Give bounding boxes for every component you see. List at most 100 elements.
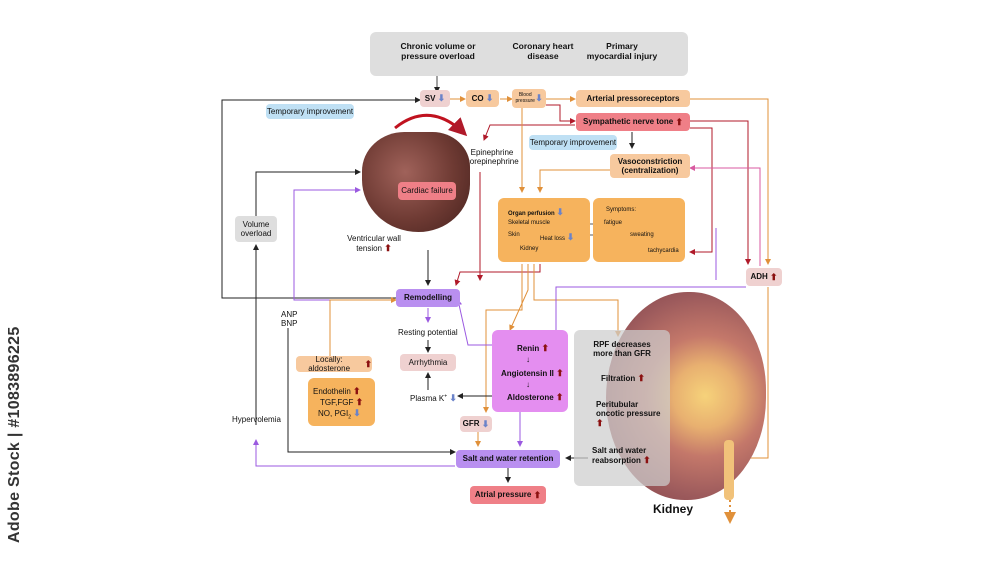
- salt-water-retention-label: Salt and water retention: [462, 454, 554, 464]
- arrhythmia-node: Arrhythmia: [400, 354, 456, 371]
- up-arrow-icon: ⬆: [596, 418, 604, 429]
- kidney-chain-panel: [574, 330, 670, 486]
- up-arrow-icon: ⬆: [384, 243, 392, 254]
- temporary-improvement-label: Temporary improvement: [266, 106, 354, 116]
- renin-label: Renin ⬆: [517, 343, 549, 353]
- up-arrow-icon: ⬆: [637, 373, 645, 383]
- heat-loss-text: Heat loss: [540, 236, 566, 242]
- aldosterone-text: Aldosterone: [507, 393, 554, 402]
- organ-perfusion-panel: [498, 198, 590, 262]
- cardiac-failure-node: Cardiac failure: [398, 182, 456, 200]
- volume-overload-label: Volume overload: [240, 219, 272, 238]
- rpf-label: RPF decreases more than GFR: [593, 340, 651, 359]
- salt-water-reabsorption-label: Salt and water reabsorption ⬆: [592, 446, 660, 466]
- heat-loss-label: Heat loss ⬇: [540, 232, 574, 243]
- up-arrow-icon: ⬆: [355, 397, 364, 407]
- up-arrow-icon: ⬆: [770, 271, 778, 282]
- endothelin-label: Endothelin ⬆: [313, 386, 361, 396]
- down-arrow-icon: ⬇: [449, 393, 457, 403]
- cause-coronary: Coronary heart disease: [512, 41, 574, 61]
- anp-bnp-label: ANP BNP: [281, 310, 298, 329]
- co-label: CO: [471, 93, 484, 103]
- volume-overload-node: Volume overload: [235, 216, 277, 242]
- kidney-perfusion-label: Kidney: [520, 246, 539, 252]
- endothelin-text: Endothelin: [313, 387, 351, 396]
- sv-node: SV ⬇: [420, 90, 450, 107]
- skeletal-muscle-label: Skeletal muscle: [508, 220, 551, 226]
- sweating-label: sweating: [630, 232, 654, 238]
- epinephrine-label: Epinephrine norepinephrine: [465, 148, 519, 167]
- plasma-k-label: Plasma K+ ⬇: [410, 393, 457, 403]
- down-arrow-icon: ⬇: [485, 93, 494, 104]
- kidney-title: Kidney: [653, 502, 694, 516]
- tgf-text: TGF,FGF: [320, 398, 354, 407]
- no-pgi-text: NO, PGI: [318, 409, 349, 418]
- up-arrow-icon: ⬆: [533, 489, 542, 500]
- organ-perfusion-label: Organ perfusion: [508, 211, 555, 217]
- adh-node: ADH ⬆: [746, 268, 782, 286]
- up-arrow-icon: ⬆: [555, 392, 564, 402]
- down-arrow-icon: ⬇: [556, 207, 564, 217]
- salt-water-retention-node: Salt and water retention: [456, 450, 560, 468]
- blood-pressure-node: Blood pressure⬇: [512, 89, 546, 108]
- skin-label: Skin: [508, 232, 520, 238]
- resting-potential-label: Resting potential: [398, 328, 458, 337]
- atrial-pressure-node: Atrial pressure ⬆: [470, 486, 546, 504]
- sympathetic-tone-node: Sympathetic nerve tone ⬆: [576, 113, 690, 131]
- hypervolemia-label: Hypervolemia: [232, 415, 281, 424]
- cause-chronic-overload: Chronic volume or pressure overload: [400, 41, 476, 61]
- vasoconstriction-label: Vasoconstriction (centralization): [617, 156, 683, 175]
- up-arrow-icon: ⬆: [675, 116, 684, 127]
- arterial-pressoreceptors-label: Arterial pressoreceptors: [586, 93, 680, 103]
- cause-myocardial-injury: Primary myocardial injury: [586, 41, 658, 61]
- sympathetic-tone-label: Sympathetic nerve tone: [582, 117, 674, 127]
- tgf-label: TGF,FGF ⬆: [320, 397, 363, 407]
- arterial-pressoreceptors-node: Arterial pressoreceptors: [576, 90, 690, 107]
- up-arrow-icon: ⬆: [541, 343, 550, 353]
- up-arrow-icon: ⬆: [364, 358, 372, 369]
- angiotensin-text: Angiotensin II: [501, 369, 554, 378]
- temporary-improvement-right: Temporary improvement: [529, 135, 617, 150]
- up-arrow-icon: ⬆: [353, 386, 361, 396]
- aldosterone-label: Aldosterone ⬆: [507, 392, 563, 402]
- locally-aldosterone-label: Locally: aldosterone: [308, 354, 351, 373]
- arrhythmia-label: Arrhythmia: [408, 357, 448, 367]
- filtration-label: Filtration ⬆: [601, 373, 645, 383]
- renin-text: Renin: [517, 344, 540, 353]
- ureter-illustration: [724, 440, 734, 500]
- atrial-pressure-label: Atrial pressure: [474, 490, 532, 500]
- up-arrow-icon: ⬆: [556, 368, 564, 378]
- angiotensin-label: Angiotensin II ⬆: [501, 368, 564, 378]
- down-arrow-icon: ⬇: [535, 93, 543, 104]
- tachycardia-label: tachycardia: [648, 248, 679, 254]
- stock-watermark: Adobe Stock | #1083896225: [6, 326, 23, 543]
- locally-aldosterone-node: Locally: aldosterone ⬆: [296, 354, 372, 373]
- symptoms-title: Symptoms:: [606, 207, 637, 213]
- cardiac-failure-label: Cardiac failure: [401, 186, 453, 196]
- peritubular-text: Peritubular oncotic pressure: [596, 400, 661, 419]
- remodelling-label: Remodelling: [403, 293, 452, 303]
- up-arrow-icon: ⬆: [643, 455, 651, 466]
- gfr-node: GFR ⬇: [460, 416, 492, 432]
- vasoconstriction-node: Vasoconstriction (centralization): [610, 154, 690, 178]
- causes-panel: [370, 32, 688, 76]
- blood-pressure-label: Blood pressure: [515, 91, 535, 104]
- down-arrow-icon: ⬇: [437, 93, 446, 104]
- remodelling-node: Remodelling: [396, 289, 460, 307]
- gfr-label: GFR: [462, 419, 480, 429]
- raas-arrow-1: ↓: [526, 355, 530, 364]
- down-arrow-icon: ⬇: [481, 418, 490, 429]
- adh-label: ADH: [750, 272, 768, 282]
- filtration-text: Filtration: [601, 374, 636, 383]
- temporary-improvement-label: Temporary improvement: [529, 137, 617, 147]
- temporary-improvement-left: Temporary improvement: [266, 104, 354, 119]
- ventricular-wall-tension-label: Ventricular wall tension ⬆: [346, 234, 402, 254]
- ventricular-wall-tension-text: Ventricular wall tension: [347, 234, 401, 254]
- organ-perfusion-title: Organ perfusion ⬇: [508, 207, 564, 218]
- down-arrow-icon: ⬇: [566, 232, 575, 242]
- co-node: CO ⬇: [466, 90, 499, 107]
- raas-panel: [492, 330, 568, 412]
- sv-label: SV: [424, 93, 436, 103]
- plasma-k-text: Plasma K: [410, 394, 445, 403]
